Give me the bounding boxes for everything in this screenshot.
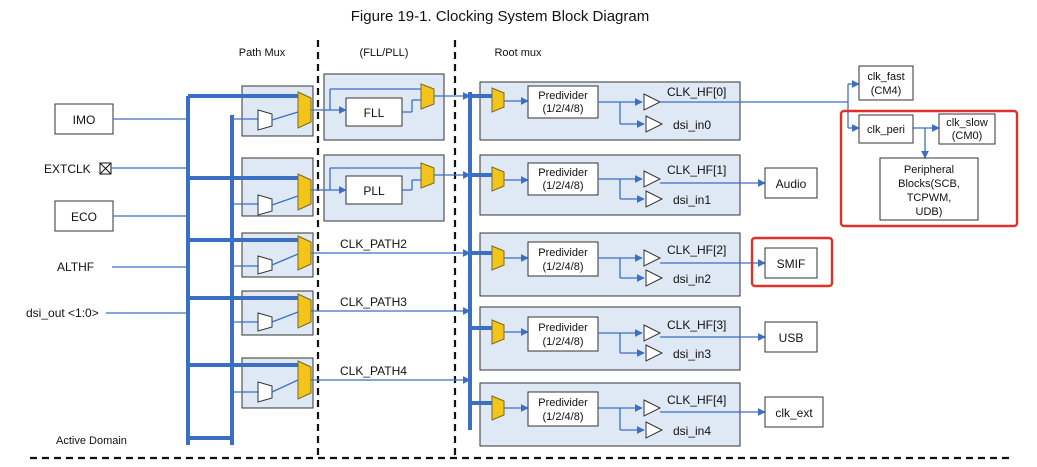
extclk-label: EXTCLK <box>44 162 91 176</box>
eco-label: ECO <box>71 210 97 224</box>
root-channel-4: Predivider (1/2/4/8) CLK_HF[4] dsi_in4 <box>470 382 766 447</box>
althf-label: ALTHF <box>57 260 94 274</box>
usb-label: USB <box>779 331 804 345</box>
pll-box <box>345 175 403 205</box>
clk-hf-3-label: CLK_HF[3] <box>667 318 726 332</box>
predivider-1-line1: Predivider <box>538 167 588 179</box>
clk-hf-2-label: CLK_HF[2] <box>667 243 726 257</box>
clk-ext-label: clk_ext <box>775 406 813 420</box>
dsi-in3-label: dsi_in3 <box>673 347 711 361</box>
fll-pll-wiring <box>311 83 471 384</box>
clk-path3-label: CLK_PATH3 <box>340 295 407 309</box>
clk-slow-line2: (CM0) <box>952 130 983 142</box>
highlight-smif <box>750 236 834 288</box>
clk-fast-line1: clk_fast <box>867 71 904 83</box>
peripheral-line4: UDB) <box>916 206 943 218</box>
peripheral-blocks-box <box>879 157 979 221</box>
header-path-mux: Path Mux <box>239 47 286 59</box>
fll-box <box>345 97 403 127</box>
path-mux-small <box>257 109 299 403</box>
clk-hf-0-label: CLK_HF[0] <box>667 85 726 99</box>
imo-label: IMO <box>73 113 96 127</box>
extclk-pin-icon <box>99 162 112 175</box>
clk-hf-4-label: CLK_HF[4] <box>667 393 726 407</box>
root-channel-3: Predivider (1/2/4/8) CLK_HF[3] dsi_in3 <box>470 306 766 371</box>
clk-path2-label: CLK_PATH2 <box>340 237 407 251</box>
source-wires <box>106 118 186 314</box>
peripheral-line2: Blocks(SCB, <box>898 178 960 190</box>
clk-slow-box <box>938 113 996 145</box>
clk-path4-label: CLK_PATH4 <box>340 364 407 378</box>
dsi-in2-label: dsi_in2 <box>673 272 711 286</box>
usb-box <box>764 321 818 353</box>
clk-hf0-routing <box>758 80 940 159</box>
predivider-4-line1: Predivider <box>538 397 588 409</box>
clk-fast-box <box>858 65 914 101</box>
root-channel-2: Predivider (1/2/4/8) CLK_HF[2] dsi_in2 <box>470 232 766 297</box>
clk-fast-line2: (CM4) <box>871 85 902 97</box>
clk-peri-box <box>858 114 914 144</box>
audio-box <box>764 167 818 199</box>
peripheral-line1: Peripheral <box>904 164 954 176</box>
highlight-peripheral-group <box>839 109 1019 228</box>
header-root-mux: Root mux <box>494 47 542 59</box>
path-mux-feed <box>188 94 298 393</box>
audio-label: Audio <box>776 177 807 191</box>
fll-label: FLL <box>364 106 385 120</box>
smif-box <box>764 247 818 279</box>
root-channel-1: Predivider (1/2/4/8) CLK_HF[1] dsi_in1 <box>470 154 766 216</box>
clk-peri-label: clk_peri <box>867 124 905 136</box>
predivider-2-line1: Predivider <box>538 247 588 259</box>
header-fll-pll: (FLL/PLL) <box>360 47 409 59</box>
predivider-0-line1: Predivider <box>538 90 588 102</box>
pll-label: PLL <box>363 184 385 198</box>
predivider-3-line1: Predivider <box>538 322 588 334</box>
dsi-in0-label: dsi_in0 <box>673 118 711 132</box>
clk-hf-1-label: CLK_HF[1] <box>667 163 726 177</box>
dsi-in4-label: dsi_in4 <box>673 424 711 438</box>
predivider-0-line2: (1/2/4/8) <box>543 103 584 115</box>
path-mux-yellow <box>297 91 312 400</box>
figure-title: Figure 19-1. Clocking System Block Diagr… <box>351 8 649 25</box>
active-domain-label: Active Domain <box>56 435 127 447</box>
predivider-3-line2: (1/2/4/8) <box>543 336 584 348</box>
root-channel-0: Predivider (1/2/4/8) CLK_HF[0] dsi_in0 <box>470 81 758 141</box>
clk-slow-line1: clk_slow <box>946 117 988 129</box>
eco-box <box>54 200 114 232</box>
smif-label: SMIF <box>777 257 806 271</box>
predivider-2-line2: (1/2/4/8) <box>543 261 584 273</box>
dsi-in1-label: dsi_in1 <box>673 193 711 207</box>
dsi-out-label: dsi_out <1:0> <box>26 306 99 320</box>
clk-ext-box <box>764 396 824 428</box>
peripheral-line3: TCPWM, <box>907 192 952 204</box>
predivider-4-line2: (1/2/4/8) <box>543 411 584 423</box>
predivider-1-line2: (1/2/4/8) <box>543 180 584 192</box>
